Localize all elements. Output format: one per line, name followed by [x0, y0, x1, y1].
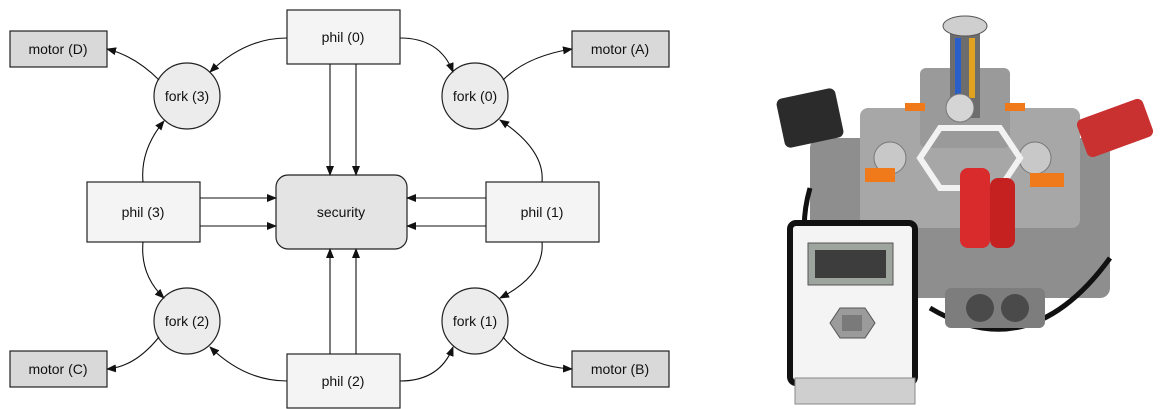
edge-phil1-fork1: [499, 241, 543, 299]
edge-phil0-fork0: [399, 37, 454, 73]
edge-fork0-motora: [502, 46, 573, 81]
phil-3-node: phil (3): [86, 181, 201, 243]
dining-philosophers-diagram: motor (D) motor (A) motor (C) motor (B) …: [9, 9, 670, 409]
phil-1-label: phil (1): [521, 204, 564, 220]
motor-a-node: motor (A): [571, 30, 670, 68]
motor-d-label: motor (D): [28, 41, 87, 57]
edges: [106, 37, 573, 382]
edge-phil2-fork2: [209, 346, 288, 382]
phil-0-node: phil (0): [286, 9, 401, 65]
fork-1-node: fork (1): [441, 287, 509, 355]
edge-fork1-motorb: [502, 336, 573, 373]
edge-phil1-fork0: [499, 119, 543, 183]
motor-c-node: motor (C): [9, 350, 108, 388]
edge-phil3-fork3: [142, 120, 165, 183]
edge-fork3-motord: [106, 47, 160, 81]
fork-1-label: fork (1): [453, 313, 497, 329]
motor-a-label: motor (A): [591, 41, 649, 57]
motor-d-node: motor (D): [9, 30, 108, 68]
phil-2-label: phil (2): [322, 373, 365, 389]
fork-0-node: fork (0): [441, 62, 509, 130]
motor-b-label: motor (B): [591, 361, 649, 377]
robot-photo: [776, 15, 1154, 405]
phil-1-node: phil (1): [485, 181, 600, 243]
edge-phil0-fork3: [209, 37, 288, 73]
edge-phil3-fork2: [142, 241, 165, 299]
robot-image: [776, 15, 1154, 405]
phil-0-label: phil (0): [322, 29, 365, 45]
phil-3-label: phil (3): [122, 204, 165, 220]
fork-2-node: fork (2): [153, 287, 221, 355]
motor-b-node: motor (B): [571, 350, 670, 388]
edge-phil2-fork1: [399, 346, 454, 382]
fork-2-label: fork (2): [165, 313, 209, 329]
motor-c-label: motor (C): [28, 361, 87, 377]
edge-fork2-motorc: [106, 336, 160, 373]
fork-3-node: fork (3): [153, 62, 221, 130]
phil-2-node: phil (2): [286, 353, 401, 409]
security-label: security: [317, 204, 365, 220]
fork-0-label: fork (0): [453, 88, 497, 104]
fork-3-label: fork (3): [165, 88, 209, 104]
security-node: security: [275, 174, 408, 250]
